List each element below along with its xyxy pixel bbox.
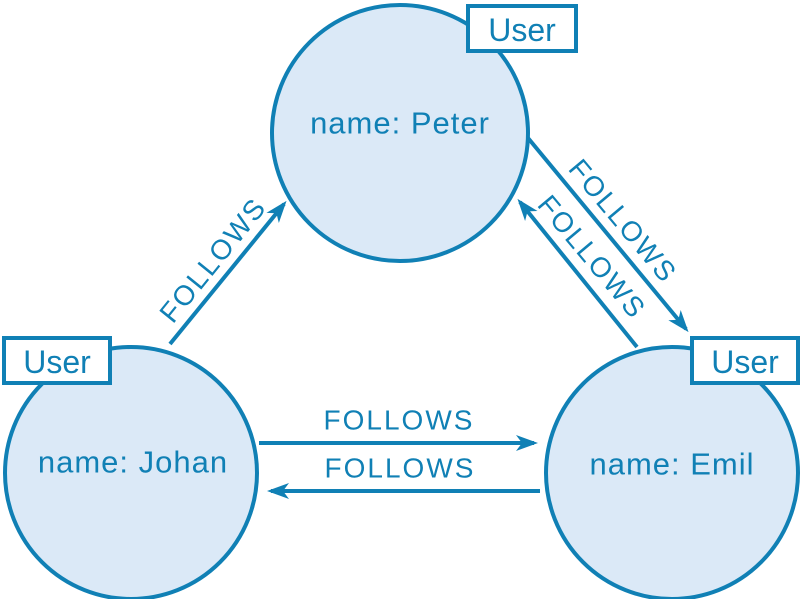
node-johan-property: name: Johan [38, 445, 228, 480]
edge-emil-follows-johan-label: FOLLOWS [325, 453, 476, 484]
node-emil-label: User [711, 344, 779, 380]
edge-johan-follows-peter [168, 200, 287, 346]
node-peter-label: User [488, 12, 556, 48]
node-peter-property: name: Peter [310, 106, 490, 141]
node-emil-circle [544, 345, 800, 599]
edge-johan-follows-peter-label: FOLLOWS [153, 192, 272, 329]
node-emil-label-box [690, 336, 800, 385]
node-johan-label-box [2, 336, 112, 385]
node-johan-circle [3, 345, 259, 599]
node-peter-circle [270, 3, 530, 263]
edge-peter-follows-emil [526, 136, 689, 333]
edge-johan-follows-emil-label: FOLLOWS [324, 405, 475, 436]
edge-emil-follows-peter [517, 198, 639, 349]
node-peter-label-box [466, 4, 578, 53]
node-johan-label: User [23, 344, 91, 380]
node-emil-property: name: Emil [589, 447, 754, 482]
